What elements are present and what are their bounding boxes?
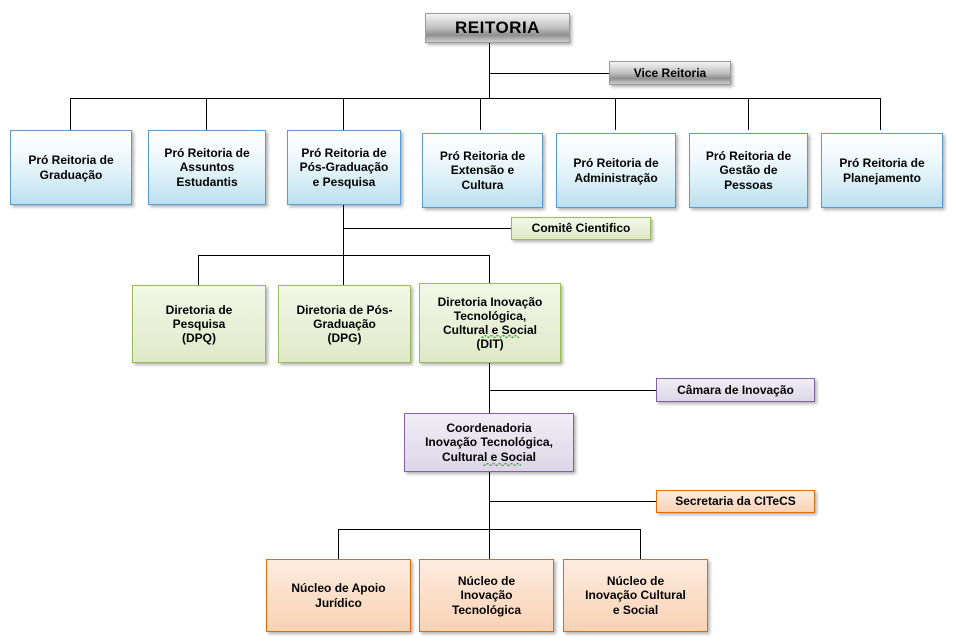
node-label: Diretoria de Pesquisa (DPQ) [165, 302, 233, 346]
line-diretoria-bus [198, 255, 490, 256]
node-diretoria-pesquisa[interactable]: Diretoria de Pesquisa (DPQ) [132, 285, 266, 363]
node-label: Núcleo de Apoio Jurídico [291, 581, 386, 610]
node-diretoria-inovacao-tecnologica-cultural-social[interactable]: Diretoria Inovação Tecnológica, Cultural… [419, 283, 561, 363]
node-label: Diretoria de Pós- Graduação (DPG) [296, 302, 393, 346]
node-label: Pró Reitoria de Gestão de Pessoas [705, 149, 792, 192]
node-label: Núcleo de Inovação Cultural e Social [585, 574, 686, 617]
node-label: Pró Reitoria de Administração [573, 156, 659, 185]
line-drop-pro-1 [70, 98, 71, 130]
line-reitoria-to-vice [489, 73, 609, 74]
node-label: Núcleo de Inovação Tecnológica [451, 574, 522, 617]
line-drop-diretoria-3 [489, 255, 490, 285]
line-to-camara [489, 390, 656, 391]
line-drop-pro-3 [343, 98, 344, 130]
line-drop-pro-2 [206, 98, 207, 130]
line-drop-pro-7 [880, 98, 881, 130]
node-label: Diretoria Inovação Tecnológica, Cultural… [437, 294, 543, 352]
node-pro-reitoria-planejamento[interactable]: Pró Reitoria de Planejamento [821, 133, 943, 208]
node-label: Secretaria da CITeCS [675, 494, 796, 509]
node-nucleo-inovacao-cultural-social[interactable]: Núcleo de Inovação Cultural e Social [563, 559, 708, 632]
node-comite-cientifico[interactable]: Comitê Cientifico [511, 217, 651, 240]
node-pro-reitoria-pos-graduacao-pesquisa[interactable]: Pró Reitoria de Pós-Graduação e Pesquisa [287, 130, 401, 205]
node-label: Pró Reitoria de Graduação [28, 153, 114, 182]
line-drop-pro-4 [480, 98, 481, 130]
node-label: Pró Reitoria de Pós-Graduação e Pesquisa [299, 146, 389, 189]
node-nucleo-apoio-juridico[interactable]: Núcleo de Apoio Jurídico [266, 559, 411, 632]
line-reitoria-trunk [489, 43, 490, 98]
line-dit-trunk [489, 363, 490, 415]
node-pro-reitoria-graduacao[interactable]: Pró Reitoria de Graduação [10, 130, 132, 205]
line-drop-nucleo-3 [640, 529, 641, 559]
node-label: Pró Reitoria de Extensão e Cultura [439, 149, 526, 192]
node-reitoria[interactable]: REITORIA [425, 13, 570, 43]
line-pos-graduacao-trunk [343, 205, 344, 295]
line-pro-reitoria-bus [70, 98, 880, 99]
line-to-comite [343, 228, 511, 229]
node-pro-reitoria-extensao-cultura[interactable]: Pró Reitoria de Extensão e Cultura [422, 133, 543, 208]
node-camara-inovacao[interactable]: Câmara de Inovação [656, 378, 815, 402]
node-pro-reitoria-gestao-pessoas[interactable]: Pró Reitoria de Gestão de Pessoas [689, 133, 808, 208]
node-pro-reitoria-administracao[interactable]: Pró Reitoria de Administração [556, 133, 676, 208]
node-nucleo-inovacao-tecnologica[interactable]: Núcleo de Inovação Tecnológica [419, 559, 554, 632]
line-drop-nucleo-2 [489, 529, 490, 559]
node-label: Pró Reitoria de Planejamento [839, 156, 925, 185]
node-reitoria-label: REITORIA [455, 17, 540, 37]
line-drop-nucleo-1 [338, 529, 339, 559]
node-secretaria-citecs[interactable]: Secretaria da CITeCS [656, 490, 815, 513]
node-vice-reitoria[interactable]: Vice Reitoria [609, 61, 731, 85]
node-label: Comitê Cientifico [531, 221, 631, 236]
node-coordenadoria-inovacao[interactable]: Coordenadoria Inovação Tecnológica, Cult… [404, 413, 574, 472]
line-drop-pro-5 [615, 98, 616, 130]
line-drop-pro-6 [748, 98, 749, 130]
node-label: Pró Reitoria de Assuntos Estudantis [164, 146, 250, 189]
node-vice-reitoria-label: Vice Reitoria [633, 65, 707, 80]
line-drop-diretoria-2 [343, 255, 344, 285]
node-pro-reitoria-assuntos-estudantis[interactable]: Pró Reitoria de Assuntos Estudantis [148, 130, 266, 205]
node-label: Coordenadoria Inovação Tecnológica, Cult… [425, 421, 553, 464]
node-diretoria-pos-graduacao[interactable]: Diretoria de Pós- Graduação (DPG) [278, 285, 411, 363]
node-label: Câmara de Inovação [677, 382, 794, 397]
line-drop-diretoria-1 [198, 255, 199, 285]
line-to-secretaria [489, 501, 656, 502]
